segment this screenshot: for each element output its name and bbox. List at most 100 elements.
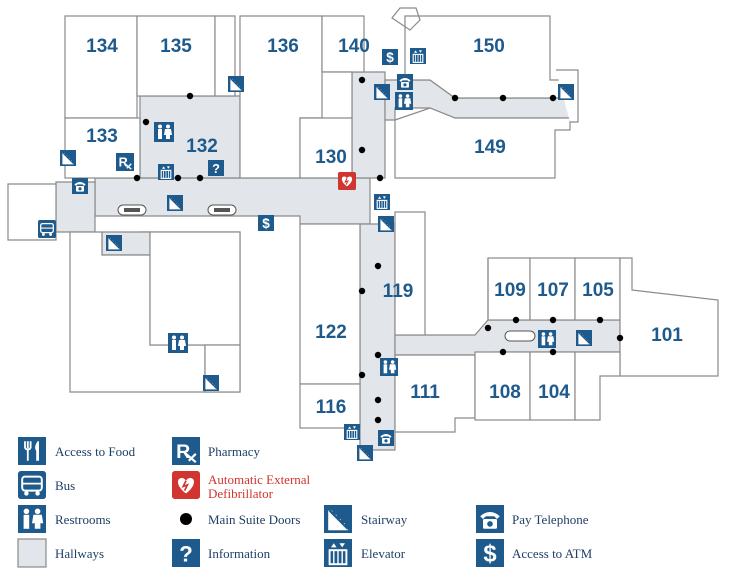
door-dot-icon <box>358 76 366 84</box>
hallway-swatch <box>17 538 47 568</box>
restroom-icon <box>395 92 413 110</box>
legend-elevator-label: Elevator <box>361 546 406 561</box>
door-dot-icon <box>616 334 624 342</box>
legend-telephone-label: Pay Telephone <box>512 512 589 527</box>
door-dot-icon <box>376 174 384 182</box>
stairway-icon <box>374 84 390 100</box>
door-dot-icon <box>374 396 382 404</box>
legend-bus-label: Bus <box>55 478 75 493</box>
stairway-icon <box>60 150 76 166</box>
pharmacy-icon <box>116 153 134 171</box>
legend-doors-label: Main Suite Doors <box>208 512 300 527</box>
door-dot-icon <box>174 174 182 182</box>
room-116: 116 <box>316 397 347 418</box>
door-dot-icon <box>142 118 150 126</box>
telephone-icon <box>72 178 88 194</box>
room-109: 109 <box>494 280 526 301</box>
room-111: 111 <box>410 382 440 403</box>
legend-stairway-label: Stairway <box>361 512 408 527</box>
telephone-icon <box>378 430 394 446</box>
room-108: 108 <box>489 382 521 403</box>
room-122: 122 <box>315 322 347 343</box>
room-labels: 134 135 136 140 150 133 132 130 149 119 … <box>86 36 683 418</box>
bus-icon <box>18 471 46 499</box>
stairway-icon <box>324 505 352 533</box>
aed-icon <box>338 172 356 190</box>
door-dot-icon <box>374 262 382 270</box>
rooms-outlines <box>7 7 719 433</box>
atm-icon <box>382 49 398 65</box>
stairway-icon <box>558 84 574 100</box>
legend: Access to Food Bus Restrooms Hallways Ph… <box>17 437 593 568</box>
door-dot-icon <box>133 174 141 182</box>
legend-pharmacy-label: Pharmacy <box>208 444 260 459</box>
telephone-icon <box>397 74 413 90</box>
door-dot-icon <box>549 316 557 324</box>
legend-aed-label-1: Automatic External <box>208 472 311 487</box>
door-dot-icon <box>196 174 204 182</box>
door-dot-icon <box>358 287 366 295</box>
door-dot-icon <box>186 92 194 100</box>
stairway-icon <box>228 76 244 92</box>
door-dot-icon <box>549 348 557 356</box>
room-140: 140 <box>338 36 370 57</box>
stairway-icon <box>357 445 373 461</box>
aed-icon <box>172 471 200 499</box>
food-icon <box>18 437 46 465</box>
room-133: 133 <box>86 126 118 147</box>
room-130: 130 <box>315 147 347 168</box>
room-149: 149 <box>474 137 506 158</box>
stairway-icon <box>106 235 122 251</box>
door-dot-icon <box>374 416 382 424</box>
elevator-icon <box>410 48 426 64</box>
legend-information-label: Information <box>208 546 271 561</box>
door-dot-icon <box>549 94 557 102</box>
atm-icon <box>258 215 274 231</box>
door-dot-icon <box>451 94 459 102</box>
room-134: 134 <box>86 36 118 57</box>
information-icon <box>208 160 224 176</box>
door-dot-icon <box>499 348 507 356</box>
legend-aed-label-2: Defibrillator <box>208 486 274 501</box>
elevator-icon <box>158 164 174 180</box>
room-135: 135 <box>160 36 192 57</box>
elevator-icon <box>324 539 352 567</box>
room-107: 107 <box>537 280 569 301</box>
hall-benches <box>117 204 536 342</box>
room-150: 150 <box>473 36 505 57</box>
door-dot-icon <box>358 371 366 379</box>
door-dot-icon <box>512 316 520 324</box>
stairway-icon <box>378 216 394 232</box>
legend-atm-label: Access to ATM <box>512 546 593 561</box>
room-101: 101 <box>651 325 683 346</box>
stairway-icon <box>203 375 219 391</box>
legend-restrooms-label: Restrooms <box>55 512 111 527</box>
restroom-icon <box>168 333 188 353</box>
room-119: 119 <box>383 281 414 302</box>
room-105: 105 <box>582 280 614 301</box>
room-132: 132 <box>186 136 218 157</box>
elevator-icon <box>374 194 390 210</box>
door-dot-icon <box>484 324 492 332</box>
legend-hallways-label: Hallways <box>55 546 104 561</box>
stairway-icon <box>167 195 183 211</box>
telephone-icon <box>476 505 504 533</box>
restroom-icon <box>154 122 174 142</box>
stairway-icon <box>576 330 592 346</box>
door-dot-icon <box>374 351 382 359</box>
room-136: 136 <box>267 36 299 57</box>
door-dot-icon <box>596 316 604 324</box>
information-icon <box>172 539 200 567</box>
bus-icon <box>38 220 56 238</box>
restroom-icon <box>538 330 556 348</box>
restroom-icon <box>380 358 398 376</box>
door-dot-icon <box>180 513 192 525</box>
restroom-icon <box>18 505 46 533</box>
main-suite-doors <box>133 76 624 424</box>
legend-food-label: Access to Food <box>55 444 136 459</box>
door-dot-icon <box>358 146 366 154</box>
room-104: 104 <box>538 382 570 403</box>
door-dot-icon <box>499 94 507 102</box>
